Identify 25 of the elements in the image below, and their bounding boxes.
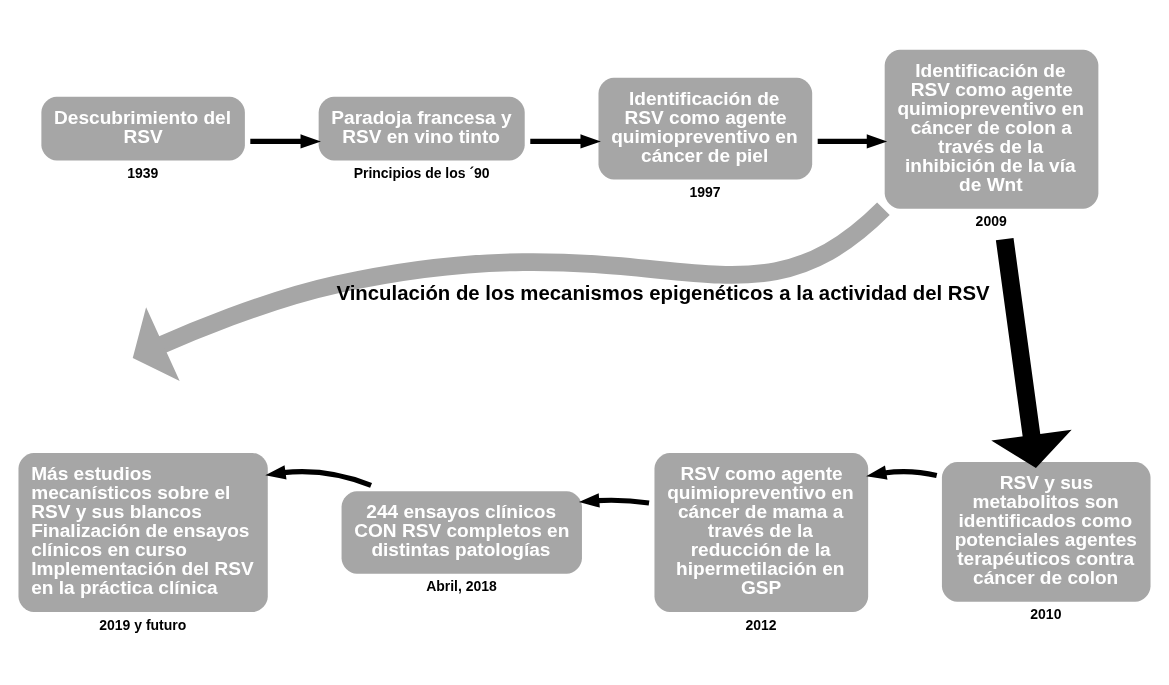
node-label: Principios de los ´90 bbox=[353, 164, 490, 181]
node-label: 2009 bbox=[975, 212, 1007, 229]
node-box: Identificación de RSV como agente quimiopreventivo en cáncer de piel bbox=[598, 77, 813, 180]
edge-label: Vinculación de los mecanismos epigenéticos a la actividad del RSV bbox=[336, 281, 990, 303]
node-label: 2010 bbox=[1030, 605, 1062, 622]
node-label: 2019 y futuro bbox=[99, 616, 187, 633]
node-label: 1997 bbox=[689, 183, 721, 200]
arrow bbox=[991, 237, 1072, 468]
node-box: 244 ensayos clínicos CON RSV completos en distintas patologías bbox=[341, 490, 582, 574]
arrow bbox=[530, 133, 601, 149]
arrow bbox=[132, 201, 890, 381]
arrow bbox=[265, 464, 372, 488]
arrow bbox=[250, 133, 321, 149]
node-box: RSV como agente quimiopreventivo en cáncer de mama a través de la reducción de la hipermetilación en GSP bbox=[654, 452, 869, 612]
node-box: Descubrimiento del RSV bbox=[41, 96, 245, 160]
node-label: 2012 bbox=[745, 616, 777, 633]
node-box: Paradoja francesa y RSV en vino tinto bbox=[318, 96, 525, 160]
node-box: RSV y sus metabolitos son identificados como potenciales agentes terapéuticos contra cáncer de colon bbox=[941, 461, 1151, 602]
node-box: Identificación de RSV como agente quimiopreventivo en cáncer de colon a través de la inhibición de la vía de Wnt bbox=[884, 49, 1099, 209]
arrow bbox=[866, 465, 938, 480]
node-label: 1939 bbox=[127, 164, 159, 181]
node-label: Abril, 2018 bbox=[426, 577, 497, 594]
node-box: Más estudios mecanísticos sobre el RSV y sus blancos Finalización de ensayos clínicos en curso Implementación del RSV en la práctica clínica bbox=[18, 452, 268, 612]
arrow bbox=[817, 133, 888, 149]
arrow bbox=[578, 492, 650, 508]
